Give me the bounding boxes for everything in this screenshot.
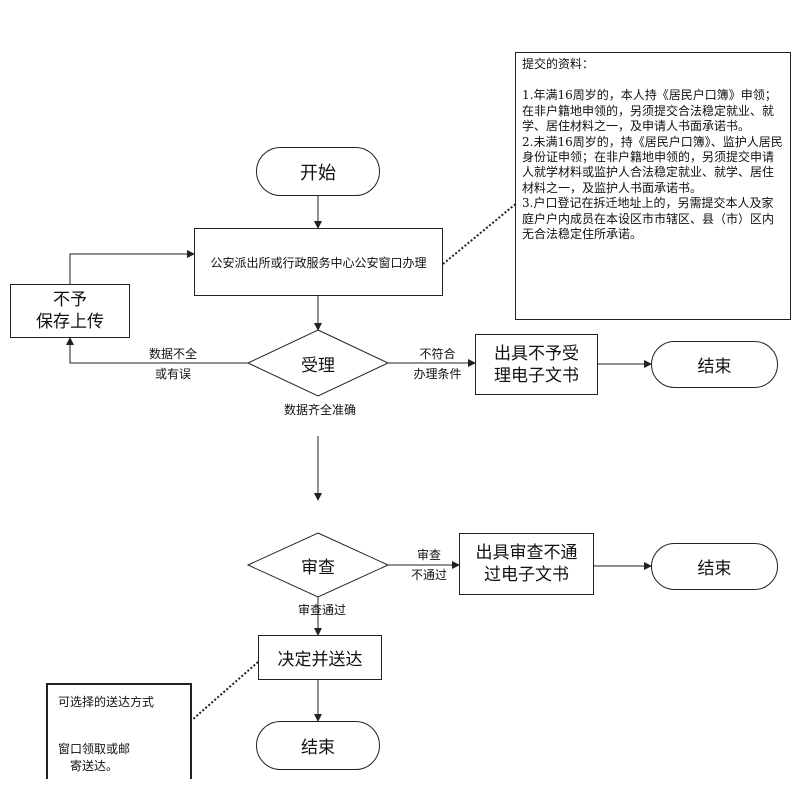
- materials-note-title: 提交的资料：: [522, 57, 595, 71]
- arrow-accept-to-reject: [66, 337, 248, 364]
- arrow-reject-to-window: [69, 250, 195, 284]
- accept-diamond: [246, 329, 390, 397]
- materials-note-item-1: 1.年满16周岁的，本人持《居民户口簿》申领；在非户籍地申领的，另须提交合法稳定…: [522, 88, 777, 134]
- label-review-pass: 审查通过: [297, 603, 346, 617]
- delivery-note-method-line-2: 寄送达。: [70, 759, 119, 773]
- start-node: 开始: [256, 147, 380, 196]
- callout-line-materials: [442, 196, 525, 265]
- reject-save-line-1: 不予: [53, 290, 87, 310]
- label-not-eligible-line-1: 不符合: [419, 347, 456, 361]
- window-process-label: 公安派出所或行政服务中心公安窗口办理: [210, 255, 427, 270]
- label-data-complete: 数据齐全准确: [283, 403, 356, 417]
- no-accept-doc-line-1: 出具不予受: [494, 343, 579, 364]
- review-decision-label: 审查: [301, 557, 335, 578]
- window-process: 公安派出所或行政服务中心公安窗口办理: [194, 228, 443, 296]
- end-node-3: 结束: [256, 721, 380, 770]
- callout-line-delivery: [191, 661, 259, 721]
- label-review-fail-line-1: 审查: [416, 548, 441, 562]
- reject-save-box: 不予 保存上传: [10, 284, 130, 338]
- delivery-note-method-line-1: 窗口领取或邮: [58, 742, 131, 756]
- materials-note: 提交的资料： 1.年满16周岁的，本人持《居民户口簿》申领；在非户籍地申领的，另…: [515, 52, 791, 320]
- review-fail-doc-line-1: 出具审查不通: [475, 543, 578, 563]
- label-not-eligible-line-2: 办理条件: [413, 367, 462, 381]
- review-fail-doc-box: 出具审查不通 过电子文书: [459, 533, 594, 595]
- review-diamond: [246, 532, 390, 598]
- label-review-fail-line-2: 不通过: [410, 568, 447, 582]
- materials-note-item-2: 2.未满16周岁的，持《居民户口簿》、监护人居民身份证申领；在非户籍地申领的，另…: [522, 134, 783, 195]
- end-node-1: 结束: [651, 341, 778, 388]
- accept-decision-label: 受理: [301, 355, 335, 376]
- decide-deliver-box: 决定并送达: [258, 635, 382, 680]
- review-fail-doc-line-2: 过电子文书: [484, 565, 569, 585]
- materials-note-item-3: 3.户口登记在拆迁地址上的，另需提交本人及家庭户户内成员在本设区市市辖区、县（市…: [522, 196, 775, 242]
- label-review-fail: 审查 不通过: [400, 545, 458, 585]
- label-not-eligible: 不符合 办理条件: [405, 344, 470, 384]
- label-data-incomplete-line-2: 或有误: [154, 367, 191, 381]
- delivery-note: 可选择的送达方式 窗口领取或邮 寄送达。: [46, 683, 192, 779]
- end-node-2: 结束: [651, 543, 778, 590]
- reject-save-line-2: 保存上传: [36, 312, 104, 332]
- no-accept-doc-box: 出具不予受 理电子文书: [475, 334, 598, 395]
- label-data-incomplete: 数据不全 或有误: [138, 344, 208, 384]
- no-accept-doc-line-2: 理电子文书: [494, 365, 579, 386]
- label-data-incomplete-line-1: 数据不全: [148, 347, 197, 361]
- delivery-note-title: 可选择的送达方式: [58, 695, 155, 709]
